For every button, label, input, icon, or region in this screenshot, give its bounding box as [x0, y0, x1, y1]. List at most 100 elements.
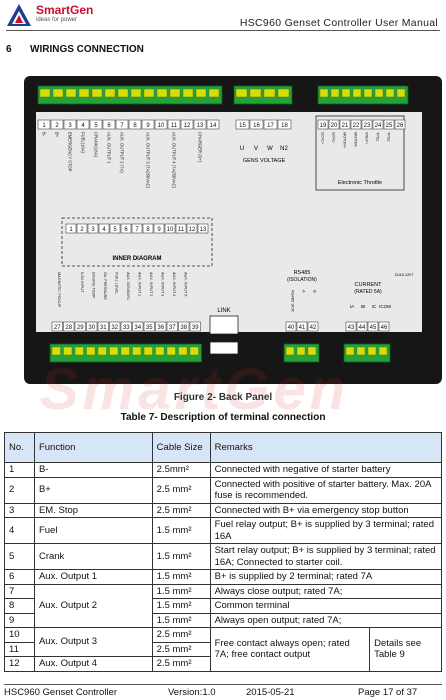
section-number: 6 [6, 44, 12, 55]
cell-function: B- [33, 462, 153, 478]
inner-diagram-terminal-box [87, 223, 99, 234]
bottom-block-terminal-box [189, 321, 201, 332]
rs485-block-label: RS485 SCR [291, 290, 296, 312]
cell-remarks: Connected with B+ via emergency stop but… [209, 502, 443, 518]
bottom-block-screw [109, 346, 119, 356]
top-block-screw [65, 88, 77, 98]
top-block-terminal-box [167, 119, 181, 130]
top-block-screw [143, 88, 155, 98]
top-block-terminal-box [89, 119, 103, 130]
inner-diagram-terminal-box [131, 223, 143, 234]
rs485-block-terminal-number: 40 [288, 325, 295, 331]
top-block-label: EMERGENCY STOP [68, 132, 73, 172]
inner-diagram-box [61, 217, 213, 267]
top-block-label: AUX. OUTPUT 2 (7A) [120, 132, 125, 173]
rs485-block-label: B [313, 290, 318, 293]
top-block-screw [130, 88, 142, 98]
current-block-screw [367, 346, 377, 356]
rs485-block-terminal-box [307, 321, 319, 332]
throttle-block-connector [317, 85, 409, 105]
bottom-block-terminal-box [166, 321, 178, 332]
bottom-block-screw [74, 346, 84, 356]
throttle-block-screw [374, 88, 384, 98]
bottom-block-terminal-number: 37 [169, 325, 176, 331]
top-block-terminal-box [206, 119, 220, 130]
top-block-screw [169, 88, 181, 98]
top-block-screw [195, 88, 207, 98]
cell-cable: 2.5mm² [151, 462, 211, 478]
brand-name: SmartGen [36, 3, 94, 17]
bottom-block-terminal-box [155, 321, 167, 332]
top-block-screw [104, 88, 116, 98]
cell-remarks: Free contact always open; rated 7A; free… [209, 627, 371, 672]
page-header: SmartGen ideas for power HSC960 Genset C… [0, 0, 446, 31]
table-caption: Table 7- Description of terminal connect… [120, 412, 326, 423]
bottom-block-label: ENGINE TEMP [91, 272, 95, 299]
footer-rule [4, 684, 442, 685]
top-block-terminal-number: 11 [171, 123, 178, 129]
top-block-terminal-number: 7 [120, 123, 124, 129]
current-block-screw [345, 346, 355, 356]
bottom-block-label: 0-5V INPUT [80, 272, 84, 293]
cell-remarks: Always close output; rated 7A; [209, 583, 443, 599]
rs485-block-terminal-number: 41 [299, 325, 306, 331]
current-block-screw [378, 346, 388, 356]
bottom-block-terminal-box [51, 321, 63, 332]
inner-diagram-terminal-box [197, 223, 209, 234]
bottom-block-label: MAGNETIC PICKUP [57, 272, 61, 308]
inner-diagram-terminal-box [142, 223, 154, 234]
cell-cable: 1.5 mm² [151, 583, 211, 599]
throttle-block-label: TPS1 [376, 132, 380, 142]
cell-remarks: Start relay output; B+ is supplied by 3 … [209, 543, 443, 570]
bottom-block-terminal-number: 34 [134, 325, 141, 331]
bottom-block-terminal-number: 28 [65, 325, 72, 331]
bottom-block-terminal-box [178, 321, 190, 332]
cell-cable: 1.5 mm² [151, 612, 211, 628]
top-block-label: AUX. OUTPUT 1 [107, 132, 112, 164]
throttle-block-terminal-number: 25 [386, 123, 393, 129]
top-block-terminal-box [37, 119, 51, 130]
cell-function: Aux. Output 4 [33, 656, 153, 672]
throttle-block-label: TPS2 [387, 132, 391, 142]
cell-no: 10 [4, 627, 35, 643]
inner-diagram-terminal-number: 1 [69, 227, 73, 233]
bottom-block-screw [155, 346, 165, 356]
top-block-screw [91, 88, 103, 98]
cell-remarks: Always open output; rated 7A; [209, 612, 443, 628]
gens-block-terminal-number: 15 [239, 123, 246, 129]
top-block-terminal-number: 10 [158, 123, 165, 129]
top-block-screw [182, 88, 194, 98]
inner-diagram-terminal-number: 13 [200, 227, 207, 233]
throttle-block-label: VREF+ [365, 132, 369, 145]
throttle-block-screw [396, 88, 406, 98]
inner-diagram-terminal-box [65, 223, 77, 234]
bottom-block-terminal-box [63, 321, 75, 332]
header-function: Function [33, 432, 153, 463]
throttle-block-terminal-number: 20 [331, 123, 338, 129]
throttle-block-screw [341, 88, 351, 98]
bottom-block-screw [51, 346, 61, 356]
cell-no: 8 [4, 598, 35, 614]
current-block-screw [356, 346, 366, 356]
throttle-block-screw [363, 88, 373, 98]
throttle-box [315, 115, 405, 191]
table-row: 3 EM. Stop 2.5 mm² Connected with B+ via… [4, 502, 443, 518]
throttle-block-screw [385, 88, 395, 98]
throttle-block-label: MOTOR+ [343, 132, 347, 149]
rs485-block-terminal-number: 42 [310, 325, 317, 331]
current-block-connector [343, 343, 391, 363]
footer-page: Page 17 of 37 [358, 687, 418, 698]
inner-diagram-terminal-number: 6 [124, 227, 128, 233]
bottom-block-terminal-box [132, 321, 144, 332]
bottom-block-screw [86, 346, 96, 356]
top-block-screw [52, 88, 64, 98]
top-block-terminal-number: 4 [81, 123, 85, 129]
inner-diagram-terminal-box [186, 223, 198, 234]
bottom-block-screw [178, 346, 188, 356]
bottom-block-terminal-number: 27 [54, 325, 61, 331]
bottom-block-label: AUX. INPUT 5 [183, 272, 187, 296]
top-block-terminal-number: 12 [184, 123, 191, 129]
rs485-block-screw [285, 346, 295, 356]
top-block-screw [156, 88, 168, 98]
cell-cable: 2.5 mm² [151, 476, 211, 504]
